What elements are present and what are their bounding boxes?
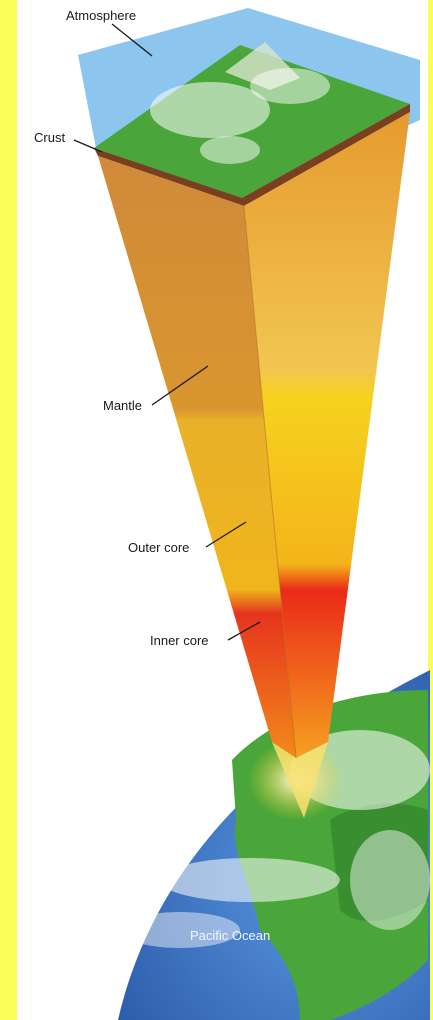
globe-cloud — [160, 858, 340, 902]
inner-core-label: Inner core — [150, 633, 209, 648]
surface-cloud — [200, 136, 260, 164]
surface-cloud — [250, 68, 330, 104]
pacific-ocean-label: Pacific Ocean — [190, 928, 270, 943]
globe-cloud — [350, 830, 430, 930]
outer-core-label: Outer core — [128, 540, 189, 555]
mantle-label: Mantle — [103, 398, 142, 413]
atmosphere-label: Atmosphere — [66, 8, 136, 23]
crust-label: Crust — [34, 130, 65, 145]
